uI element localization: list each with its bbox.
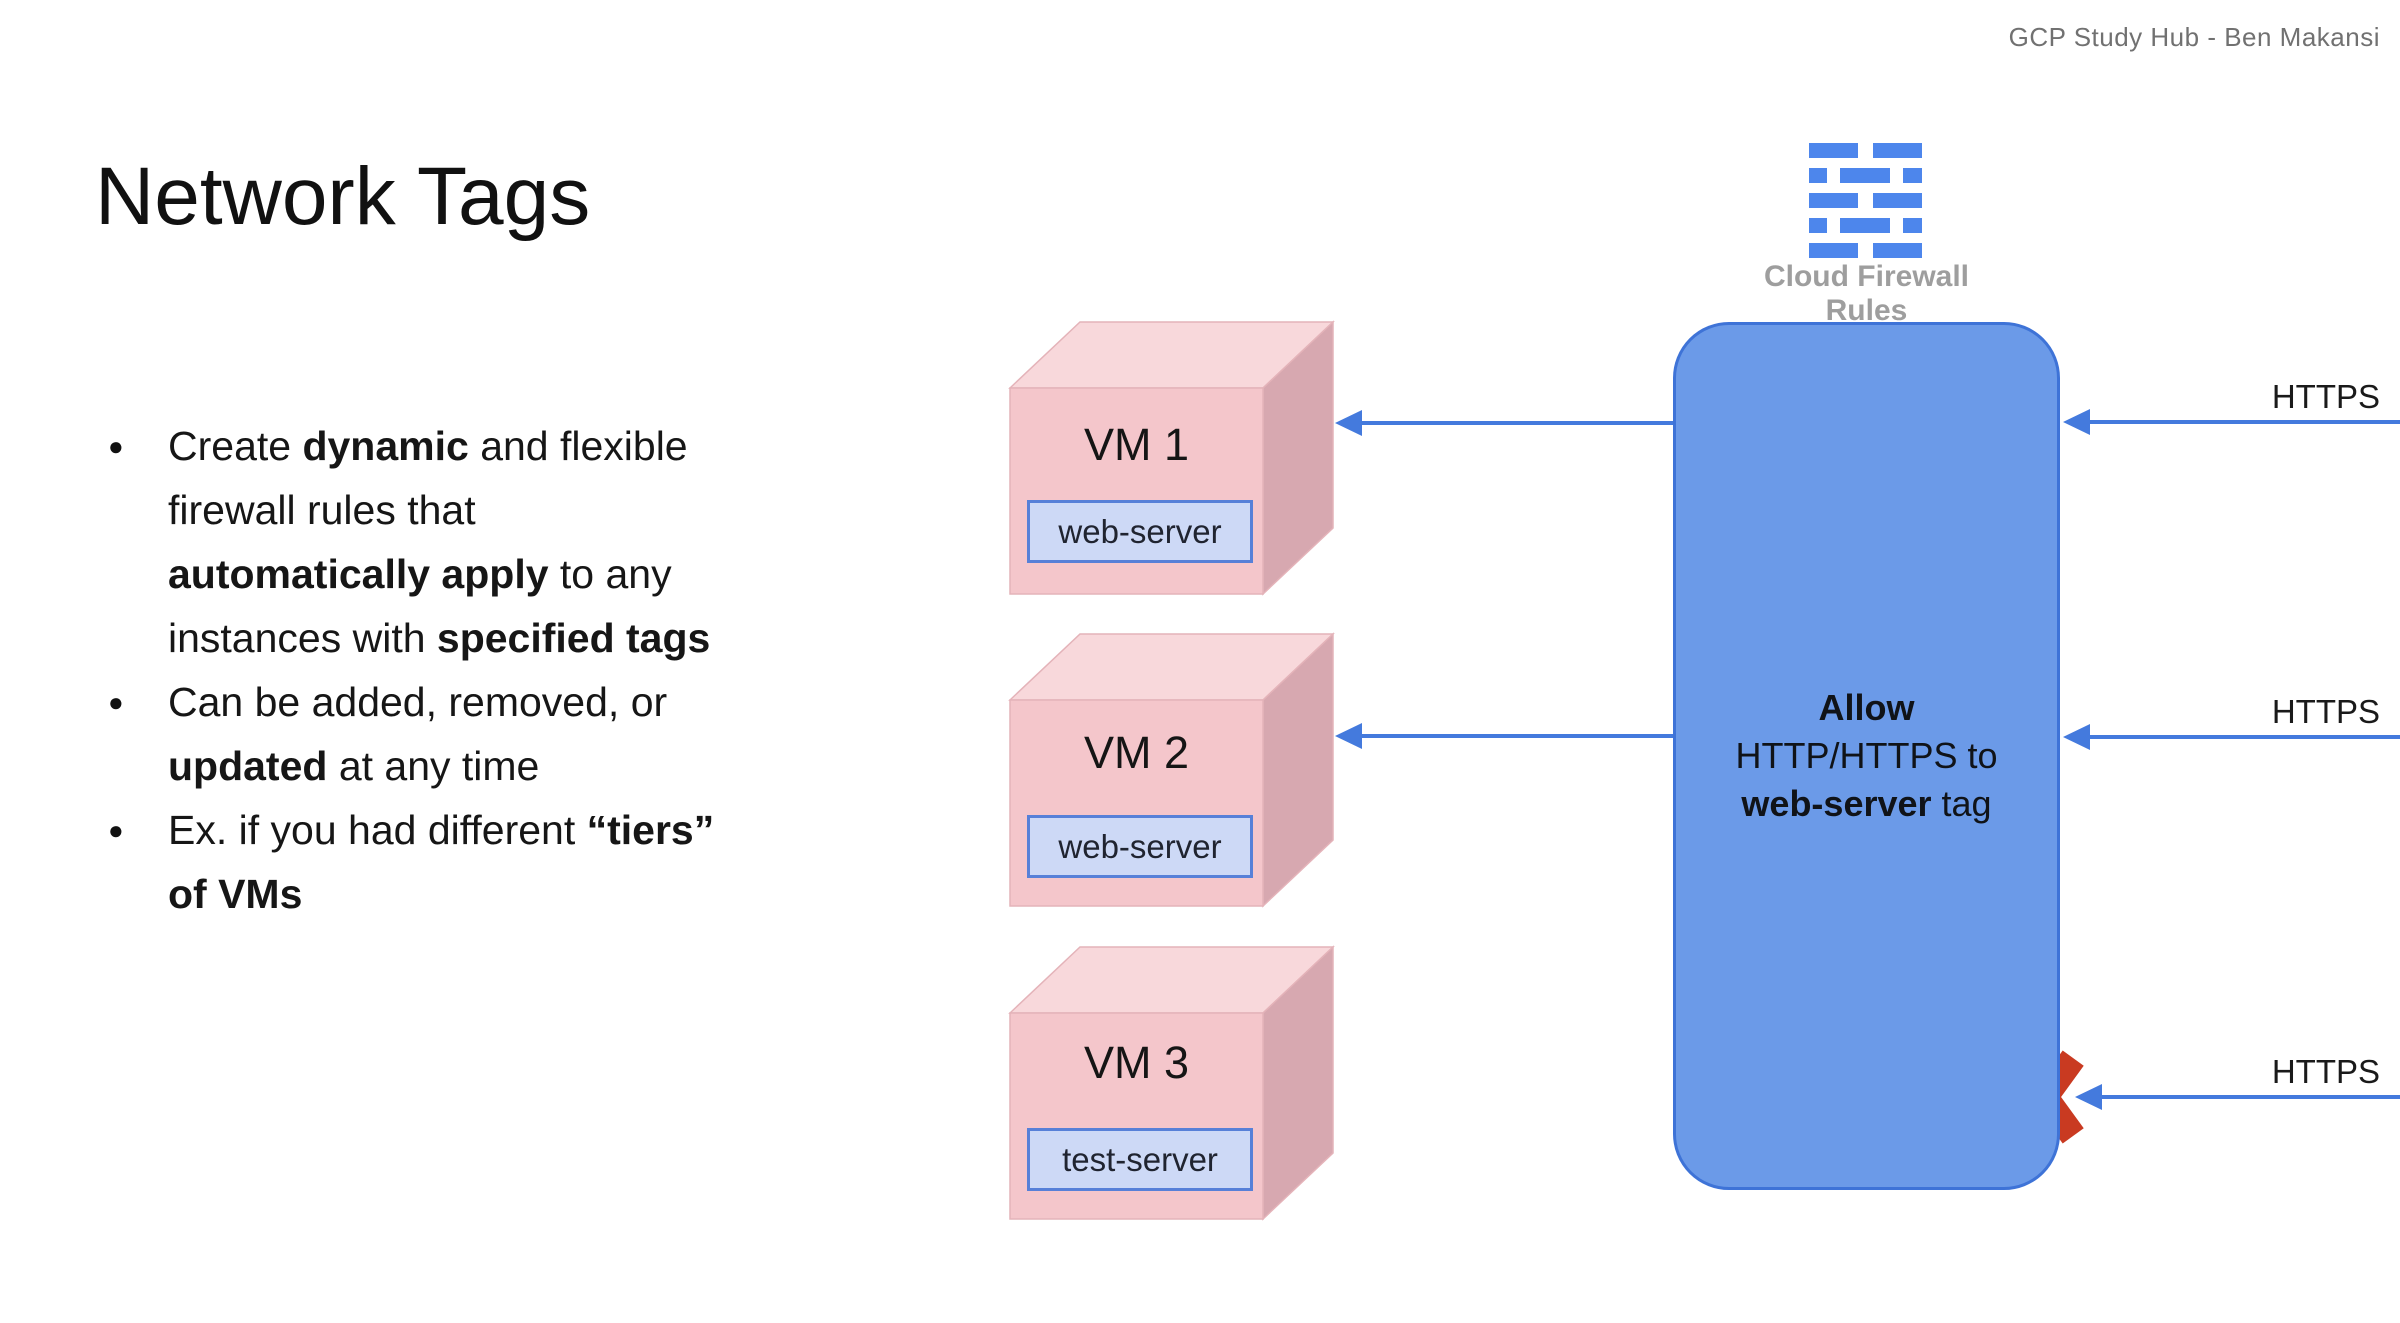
arrow-https-middle bbox=[2063, 724, 2400, 750]
bullet-text-line: updated at any time bbox=[168, 743, 540, 789]
vm2-label: VM 2 bbox=[1083, 727, 1190, 778]
firewall-box-line: HTTP/HTTPS to bbox=[1735, 735, 1998, 776]
bullet-text-line: of VMs bbox=[168, 871, 303, 917]
firewall-icon-caption-line2: Rules bbox=[1825, 294, 1908, 327]
credit-text: GCP Study Hub - Ben Makansi bbox=[2008, 22, 2380, 52]
https-label-top: HTTPS bbox=[2271, 378, 2380, 415]
bullet-text-line: Ex. if you had different “tiers” bbox=[168, 807, 715, 853]
arrowhead-icon bbox=[1335, 410, 1362, 436]
bullet-marker: ● bbox=[108, 815, 124, 845]
vm2-network-tag: web-server bbox=[1027, 815, 1253, 878]
arrowhead-icon bbox=[2075, 1084, 2102, 1110]
bullet-text: Create dynamic and flexible firewall rule… bbox=[168, 414, 868, 670]
vm1-network-tag: web-server bbox=[1027, 500, 1253, 563]
firewall-box-line: web-server tag bbox=[1741, 783, 1992, 824]
arrow-to-vm2 bbox=[1335, 723, 1673, 749]
arrowhead-icon bbox=[2063, 724, 2090, 750]
bullet-text-line: automatically apply to any bbox=[168, 551, 672, 597]
bullet-marker: ● bbox=[108, 431, 124, 461]
https-label-bottom: HTTPS bbox=[2271, 1053, 2380, 1090]
bullet-item: ● Create dynamic and flexible firewall ru… bbox=[108, 414, 868, 670]
arrowhead-icon bbox=[1335, 723, 1362, 749]
page-title: Network Tags bbox=[95, 151, 591, 242]
https-label-middle: HTTPS bbox=[2271, 693, 2380, 730]
bullet-text: Can be added, removed, or updated at any … bbox=[168, 670, 868, 798]
firewall-box-line: Allow bbox=[1818, 687, 1915, 728]
cloud-firewall-rules-icon bbox=[1809, 143, 1922, 258]
firewall-icon-caption-line1: Cloud Firewall bbox=[1763, 260, 1970, 293]
bullet-item: ● Can be added, removed, or updated at an… bbox=[108, 670, 868, 798]
bullet-text-line: firewall rules that bbox=[168, 487, 476, 533]
bullet-text-line: Create dynamic and flexible bbox=[168, 423, 688, 469]
bullet-text-line: Can be added, removed, or bbox=[168, 679, 668, 725]
arrow-https-top bbox=[2063, 409, 2400, 435]
firewall-icon-caption: Cloud Firewall Rules bbox=[1740, 260, 1993, 328]
firewall-rules-box: Allow HTTP/HTTPS to web-server tag bbox=[1673, 322, 2060, 1190]
bullet-marker: ● bbox=[108, 687, 124, 717]
arrowhead-icon bbox=[2063, 409, 2090, 435]
vm1-label: VM 1 bbox=[1083, 419, 1190, 470]
arrow-to-vm1 bbox=[1335, 410, 1673, 436]
bullet-item: ● Ex. if you had different “tiers” of VMs bbox=[108, 798, 868, 926]
vm3-label: VM 3 bbox=[1083, 1037, 1190, 1088]
arrow-https-bottom-blocked bbox=[2075, 1084, 2400, 1110]
vm3-network-tag: test-server bbox=[1027, 1128, 1253, 1191]
bullet-text: Ex. if you had different “tiers” of VMs bbox=[168, 798, 868, 926]
bullet-list: ● Create dynamic and flexible firewall ru… bbox=[108, 414, 868, 926]
bullet-text-line: instances with specified tags bbox=[168, 615, 711, 661]
